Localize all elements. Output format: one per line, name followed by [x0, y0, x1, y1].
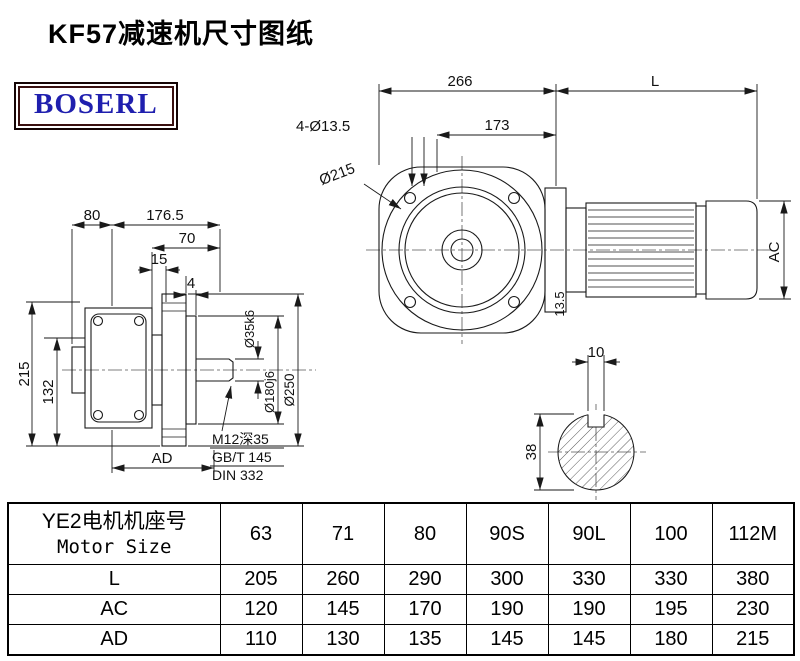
table-cell: 145 [547, 624, 631, 656]
table-cell: 190 [465, 594, 549, 625]
table-row-AD: AD 110 130 135 145 145 180 215 [7, 624, 795, 656]
table-cell: 230 [711, 594, 795, 625]
column-header: 112M [711, 502, 795, 565]
table-cell: 215 [711, 624, 795, 656]
dim-266: 266 [447, 73, 472, 90]
dim-AD: AD [152, 450, 173, 467]
dim-15: 15 [151, 251, 168, 268]
front-view [378, 166, 758, 334]
table-cell: 205 [219, 564, 303, 595]
dim-bolt-holes: 4-Ø13.5 [296, 118, 350, 135]
dim-4: 4 [187, 275, 195, 292]
dim-70: 70 [179, 230, 196, 247]
dimension-lines [26, 84, 791, 491]
table-row-L: L 205 260 290 300 330 330 380 [7, 564, 795, 595]
table-cell: 130 [301, 624, 385, 656]
table-cell: 330 [629, 564, 713, 595]
column-header: 71 [301, 502, 385, 565]
dim-132: 132 [40, 379, 57, 404]
dim-215-vert: 215 [16, 361, 33, 386]
note-tapped-hole: M12深35 [212, 431, 269, 447]
page-title: KF57减速机尺寸图纸 [48, 19, 315, 49]
bolt-hole [507, 191, 521, 205]
motor-size-header: YE2电机机座号 Motor Size [7, 502, 221, 565]
bolt-hole [403, 191, 417, 205]
dimension-table: YE2电机机座号 Motor Size 63 71 80 90S 90L 100… [7, 502, 795, 656]
flange-circle [381, 169, 543, 331]
dim-80: 80 [84, 207, 101, 224]
table-cell: 195 [629, 594, 713, 625]
table-cell: 290 [383, 564, 467, 595]
dim-flange-od: Ø215 [317, 160, 357, 189]
dim-spigot-dia: Ø180j6 [262, 371, 277, 413]
motor-size-header-cn: YE2电机机座号 [41, 510, 187, 534]
row-label: L [7, 564, 221, 595]
shaft-section-view [557, 410, 635, 491]
row-label: AD [7, 624, 221, 656]
fan-cover [705, 200, 758, 300]
table-cell: 120 [219, 594, 303, 625]
table-cell: 180 [629, 624, 713, 656]
column-header: 90S [465, 502, 549, 565]
motor-size-header-en: Motor Size [57, 535, 172, 558]
column-header: 63 [219, 502, 303, 565]
side-view [71, 293, 234, 447]
technical-drawing: 266 L 173 4-Ø13.5 Ø215 AC 13.5 80 176.5 … [16, 73, 791, 500]
table-cell: 135 [383, 624, 467, 656]
bolt-hole [507, 295, 521, 309]
keyway [587, 414, 605, 428]
column-header: 80 [383, 502, 467, 565]
brand-logo-text: BOSERL [34, 88, 158, 120]
table-cell: 330 [547, 564, 631, 595]
table-cell: 170 [383, 594, 467, 625]
dim-AC: AC [766, 241, 783, 262]
table-cell: 110 [219, 624, 303, 656]
dimension-texts: 266 L 173 4-Ø13.5 Ø215 AC 13.5 80 176.5 … [16, 73, 783, 483]
dim-flange-dia: Ø250 [282, 373, 297, 406]
column-header: 100 [629, 502, 713, 565]
dim-shaft-dia: Ø35k6 [242, 310, 257, 348]
table-cell: 145 [301, 594, 385, 625]
dim-38: 38 [523, 444, 540, 461]
table-row-AC: AC 120 145 170 190 190 195 230 [7, 594, 795, 625]
brand-logo-box: BOSERL [14, 82, 178, 130]
dim-10: 10 [588, 344, 605, 361]
table-cell: 260 [301, 564, 385, 595]
table-header-row: YE2电机机座号 Motor Size 63 71 80 90S 90L 100… [7, 502, 795, 565]
table-cell: 145 [465, 624, 549, 656]
table-cell: 380 [711, 564, 795, 595]
dim-176-5: 176.5 [146, 207, 184, 224]
table-cell: 300 [465, 564, 549, 595]
bolt-hole [403, 295, 417, 309]
dim-13-5: 13.5 [552, 291, 567, 316]
column-header: 90L [547, 502, 631, 565]
row-label: AC [7, 594, 221, 625]
table-cell: 190 [547, 594, 631, 625]
dim-L: L [651, 73, 659, 90]
note-gb-standard: GB/T 145 [212, 449, 272, 465]
note-din-standard: DIN 332 [212, 467, 264, 483]
dim-173: 173 [484, 117, 509, 134]
